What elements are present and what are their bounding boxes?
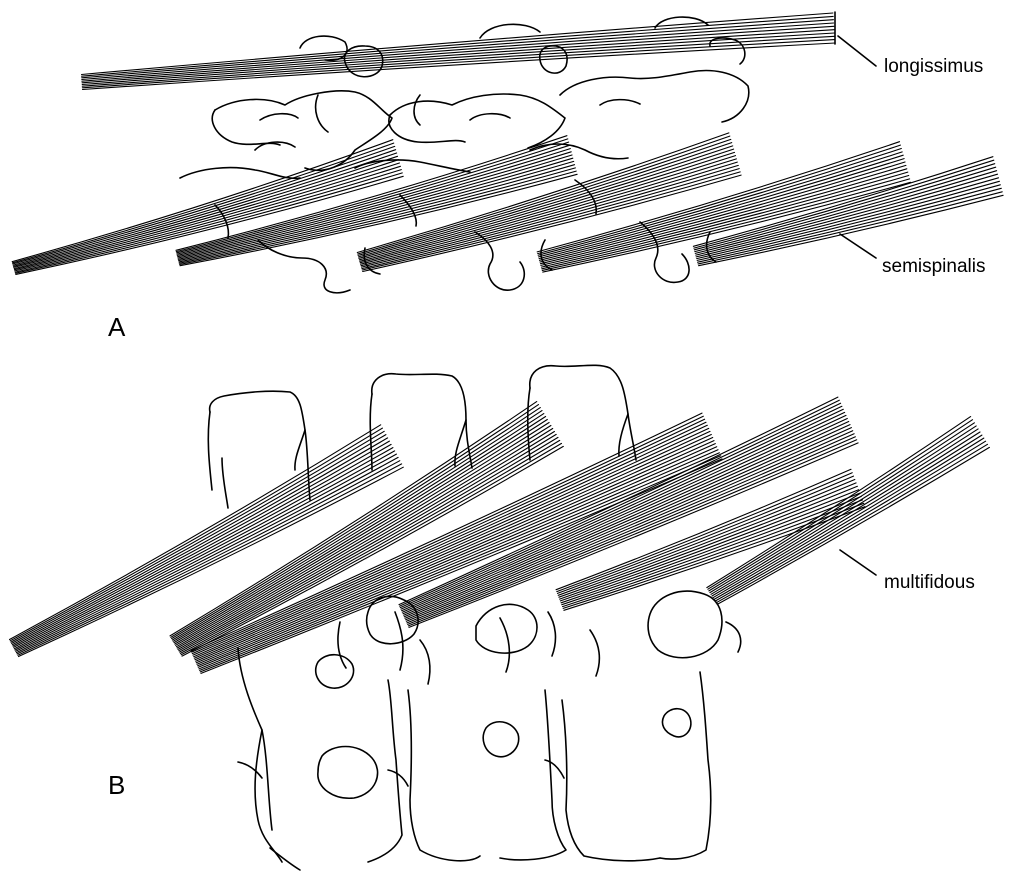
- multifidous-muscle: [10, 397, 990, 673]
- longissimus-leader-line: [838, 36, 876, 66]
- semispinalis-label: semispinalis: [882, 256, 985, 277]
- panel-b-letter: B: [108, 770, 125, 800]
- semispinalis-muscle: [12, 133, 1003, 275]
- longissimus-fibers: [82, 13, 836, 90]
- multifidous-bundle: [399, 397, 858, 627]
- panel-b: multifidous B: [10, 365, 990, 870]
- semispinalis-leader-line: [840, 234, 876, 258]
- panel-a-letter: A: [108, 312, 126, 342]
- multifidous-label: multifidous: [884, 572, 975, 593]
- longissimus-label: longissimus: [884, 56, 983, 77]
- longissimus-muscle: [82, 12, 836, 90]
- panel-a: longissimus semispinalis A: [12, 12, 1003, 342]
- semispinalis-bundle: [693, 157, 1003, 266]
- multifidous-leader-line: [840, 550, 876, 575]
- semispinalis-bundle: [176, 136, 577, 266]
